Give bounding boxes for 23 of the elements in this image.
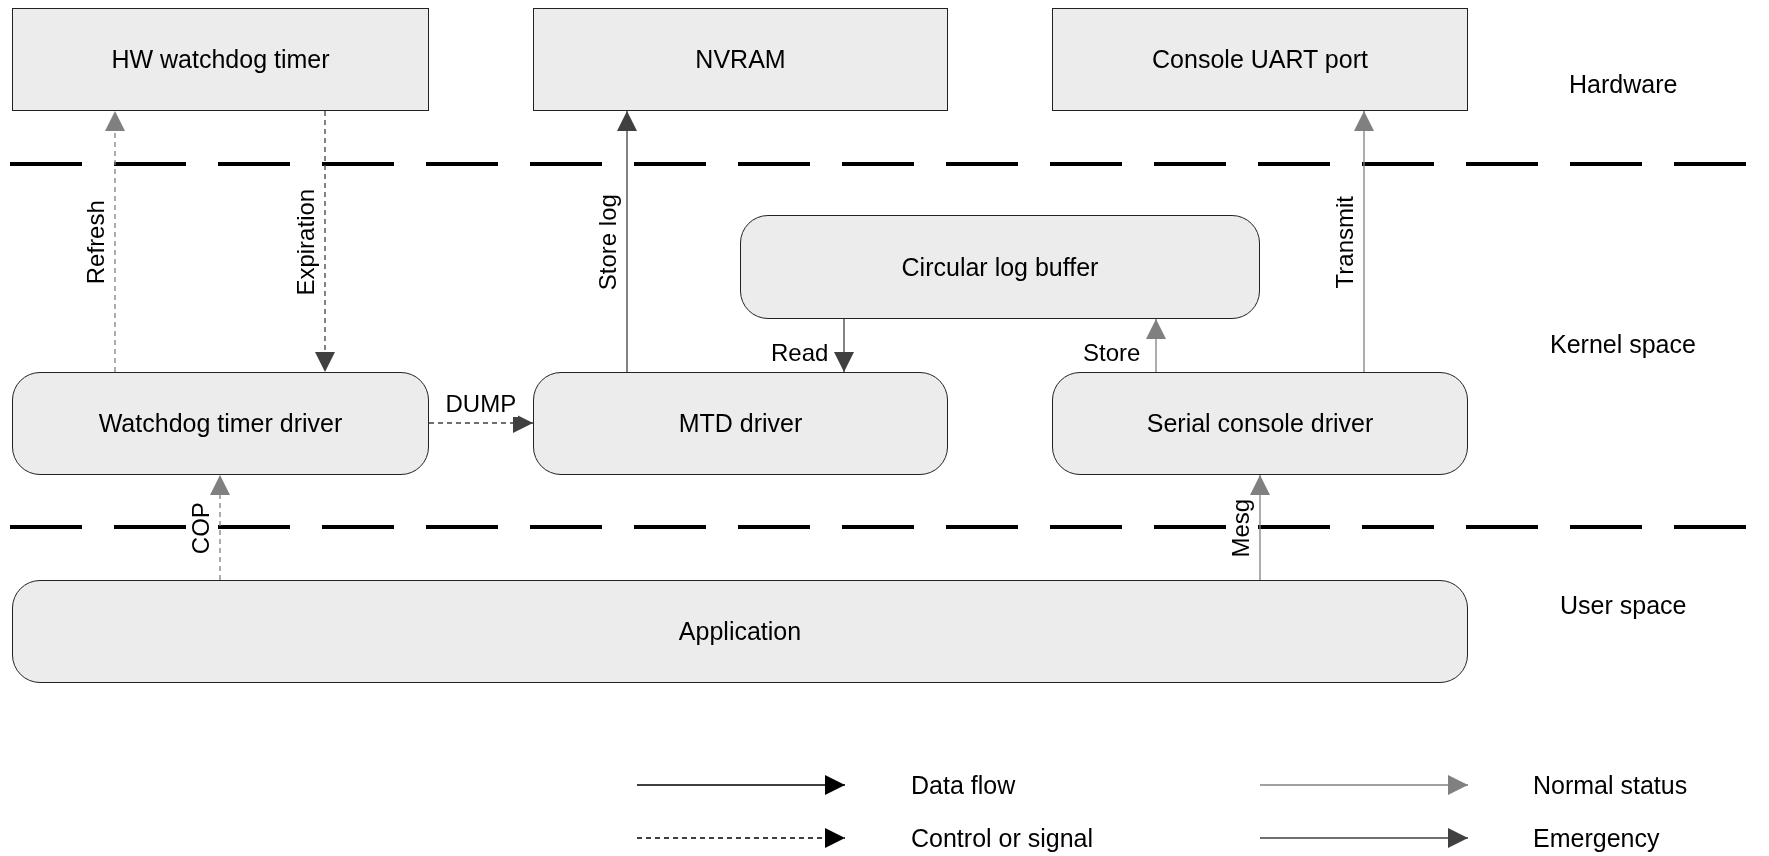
hardware-box [533,8,948,111]
node-label: Console UART port [1152,45,1368,74]
node-label: HW watchdog timer [111,45,330,74]
process-box [740,215,1260,319]
node-label: Application [678,617,802,646]
process-box [12,372,429,475]
layer-label: Kernel space [1550,329,1696,359]
legend-label: Normal status [1533,770,1688,800]
node-label: MTD driver [678,409,803,438]
hardware-box [1052,8,1468,111]
node-label: NVRAM [695,45,786,74]
legend-label: Emergency [1533,823,1660,853]
hardware-box [12,8,429,111]
node-label: Circular log buffer [901,252,1099,282]
legend-label: Control or signal [911,823,1094,853]
legend-label: Data flow [911,770,1016,800]
node-label: Watchdog timer driver [98,409,343,438]
layer-label: User space [1560,590,1687,620]
process-box [1052,372,1468,475]
process-box [533,372,948,475]
node-label: Serial console driver [1146,409,1374,438]
process-box [12,580,1468,683]
layer-label: Hardware [1569,69,1678,99]
